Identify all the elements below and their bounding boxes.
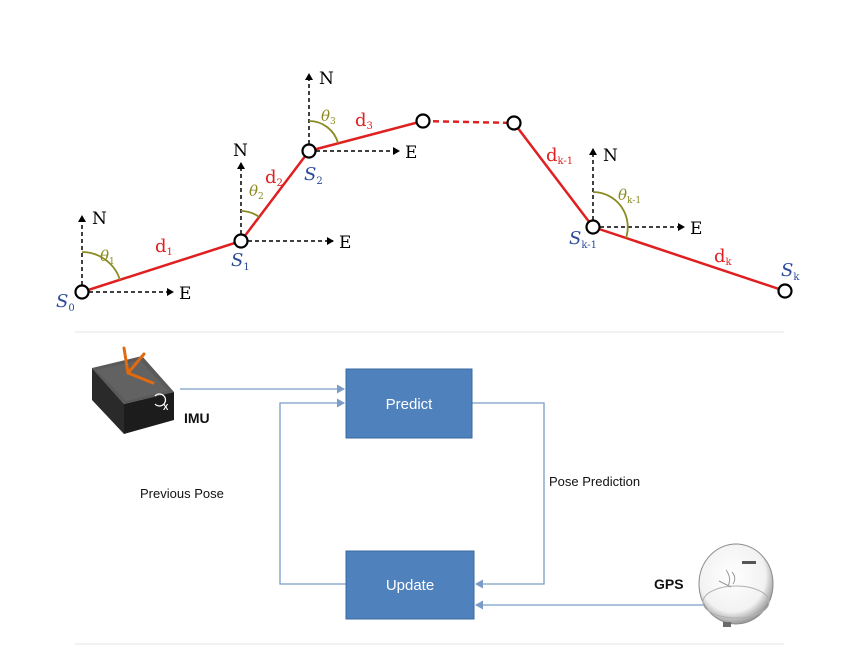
distance-label-dk: dk [714,246,733,268]
imu-axis-x: X [163,403,169,412]
distance-label-d1: d1 [155,236,173,258]
gps-label: GPS [654,576,684,592]
compass-axes [78,73,685,296]
state-node-s1 [233,233,249,249]
gps-antenna-icon [698,543,774,627]
angle-label-theta1: θ1 [100,247,115,267]
state-node-sk [777,283,793,299]
state-label-sk: Sk [781,260,800,283]
state-label-sk-1: Sk-1 [569,228,597,251]
imu-axis-z: Z [113,343,118,352]
segment-dk [592,225,786,293]
imu-axis-y: Y [145,349,151,358]
state-nodes [74,113,793,300]
north-label-s1: N [233,141,248,161]
segment-d1 [81,239,242,294]
angle-label-theta3: θ3 [321,107,336,127]
state-label-s1: S1 [231,250,250,273]
state-node-s2 [301,143,317,159]
angle-arcs [81,120,629,281]
imu-label: IMU [184,410,210,426]
filter-flow-diagram: Predict Update Previous Pose Pose Predic… [92,343,774,627]
angle-arc-theta2 [240,210,260,218]
predict-block: Predict [345,368,473,439]
angle-arc-theta1 [81,251,121,281]
north-label-s2: N [319,69,334,89]
segment-d3 [308,119,424,153]
flow-connectors [180,384,706,610]
path-segments [81,119,786,294]
update-label: Update [386,577,434,594]
distance-label-d3: d3 [355,110,373,132]
east-label-sk-1: E [690,219,702,239]
state-label-s0: S0 [56,291,75,314]
intermediate-node-a [415,113,431,129]
distance-label-d2: d2 [265,167,283,189]
previous-pose-label: Previous Pose [140,486,224,501]
segment-gap [422,119,515,125]
segment-d2 [240,150,310,242]
pose-prediction-label: Pose Prediction [549,474,640,489]
state-node-sk-1 [585,219,601,235]
segment-dk-1 [513,122,594,228]
distance-label-dk-1: dk-1 [546,145,573,167]
angle-arc-thetak-1 [592,191,629,239]
state-node-s0 [74,284,90,300]
update-block: Update [345,550,475,620]
intermediate-node-b [506,115,522,131]
north-label-s0: N [92,209,107,229]
imu-sensor-icon: Z Y X [92,343,174,434]
update-to-predict-feedback-arrow [279,398,346,585]
update-box [345,550,475,620]
trajectory-diagram: N N N N E E E E S0 S1 S2 Sk-1 Sk d1 d2 d… [56,69,800,314]
east-label-s2: E [405,143,417,163]
angle-label-thetak-1: θk-1 [618,186,641,206]
angle-arc-theta3 [308,120,339,144]
predict-box [345,368,473,439]
state-label-s2: S2 [304,164,323,187]
north-label-sk-1: N [603,146,618,166]
east-label-s1: E [339,233,351,253]
predict-label: Predict [386,396,434,413]
east-label-s0: E [179,284,191,304]
angle-label-theta2: θ2 [249,182,264,202]
predict-to-update-arrow [472,402,545,589]
